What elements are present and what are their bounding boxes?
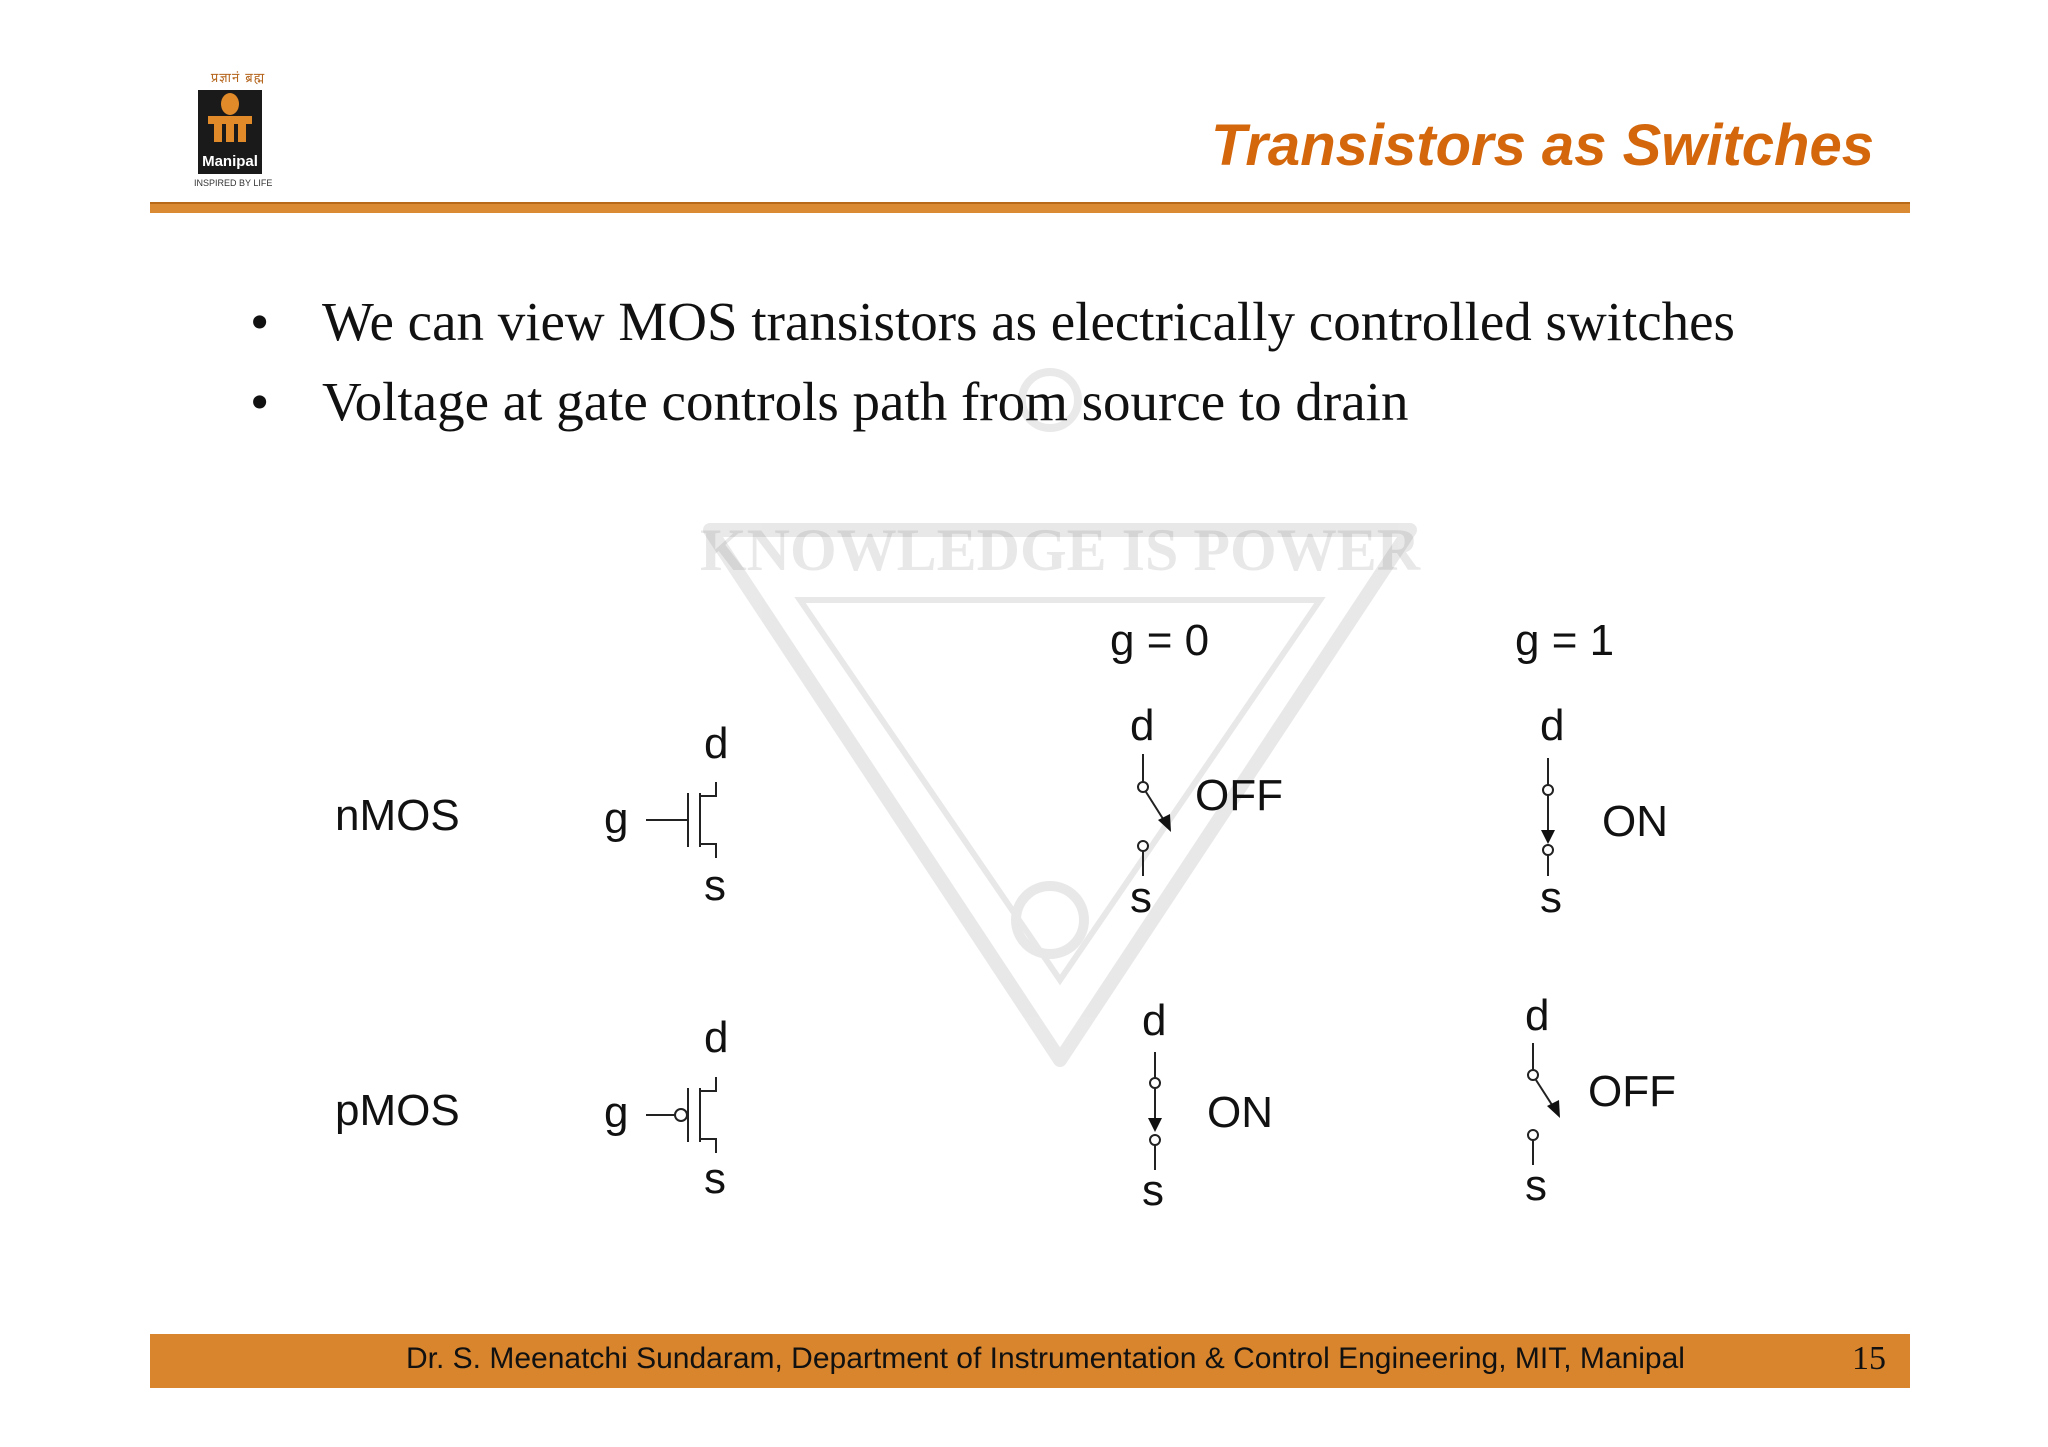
nmos-source-label: s [704,861,726,910]
bullet-text: We can view MOS transistors as electrica… [322,291,1735,352]
nmos-g1-arrow [1541,830,1555,844]
bullet-list: • We can view MOS transistors as electri… [250,288,1802,448]
pmos-source-label: s [704,1154,726,1203]
nmos-g1-source-label: s [1540,873,1562,922]
pmos-gate-label: g [604,1088,628,1137]
bullet-dot: • [250,371,270,432]
nmos-g0-arrow [1158,814,1171,832]
pmos-g0-state: ON [1207,1088,1273,1137]
col-header-g1: g = 1 [1515,616,1614,665]
nmos-g1-state: ON [1602,797,1668,846]
nmos-g0-source-label: s [1130,873,1152,922]
pmos-g0-source-label: s [1142,1166,1164,1215]
footer-bar: Dr. S. Meenatchi Sundaram, Department of… [150,1334,1910,1388]
logo-emblem: Manipal [198,90,262,174]
nmos-g1-closed-switch [1542,758,1554,876]
nmos-g0-open-switch [1137,754,1166,876]
logo-tagline: INSPIRED BY LIFE [194,178,273,188]
page-number: 15 [1852,1340,1886,1377]
nmos-g1-drain-label: d [1540,701,1564,750]
pmos-g0-drain-label: d [1142,996,1166,1045]
pmos-g1-state: OFF [1588,1067,1676,1116]
nmos-g0-drain-label: d [1130,701,1154,750]
logo-name: Manipal [202,153,258,170]
title-divider [150,202,1910,213]
bullet-dot: • [250,291,270,352]
nmos-g0-state: OFF [1195,771,1283,820]
pmos-g0-arrow [1148,1118,1162,1132]
watermark-motto: KNOWLEDGE IS POWER [700,517,1421,583]
col-header-g0: g = 0 [1110,616,1209,665]
row-label-nmos: nMOS [335,791,460,840]
pmos-drain-label: d [704,1013,728,1062]
nmos-drain-label: d [704,719,728,768]
logo-motto: प्रज्ञानं ब्रह्म [210,71,266,86]
pmos-g1-arrow [1547,1100,1560,1118]
pmos-g1-drain-label: d [1525,991,1549,1040]
manipal-logo: प्रज्ञानं ब्रह्म Manipal INSPIRED BY LIF… [188,68,288,198]
footer-author: Dr. S. Meenatchi Sundaram, Department of… [406,1342,1685,1375]
slide-title: Transistors as Switches [1210,113,1874,178]
pmos-g0-closed-switch [1149,1052,1161,1170]
nmos-transistor-symbol [646,782,717,858]
pmos-g1-source-label: s [1525,1161,1547,1210]
row-label-pmos: pMOS [335,1086,460,1135]
nmos-gate-label: g [604,794,628,843]
bullet-text: Voltage at gate controls path from sourc… [322,371,1409,432]
bullet-item: • Voltage at gate controls path from sou… [250,368,1802,436]
logo-figure-icon [208,93,252,142]
institute-seal-watermark: KNOWLEDGE IS POWER [700,368,1421,1067]
pmos-g1-open-switch [1527,1043,1555,1165]
pmos-transistor-symbol [646,1077,717,1153]
bullet-item: • We can view MOS transistors as electri… [250,288,1802,356]
